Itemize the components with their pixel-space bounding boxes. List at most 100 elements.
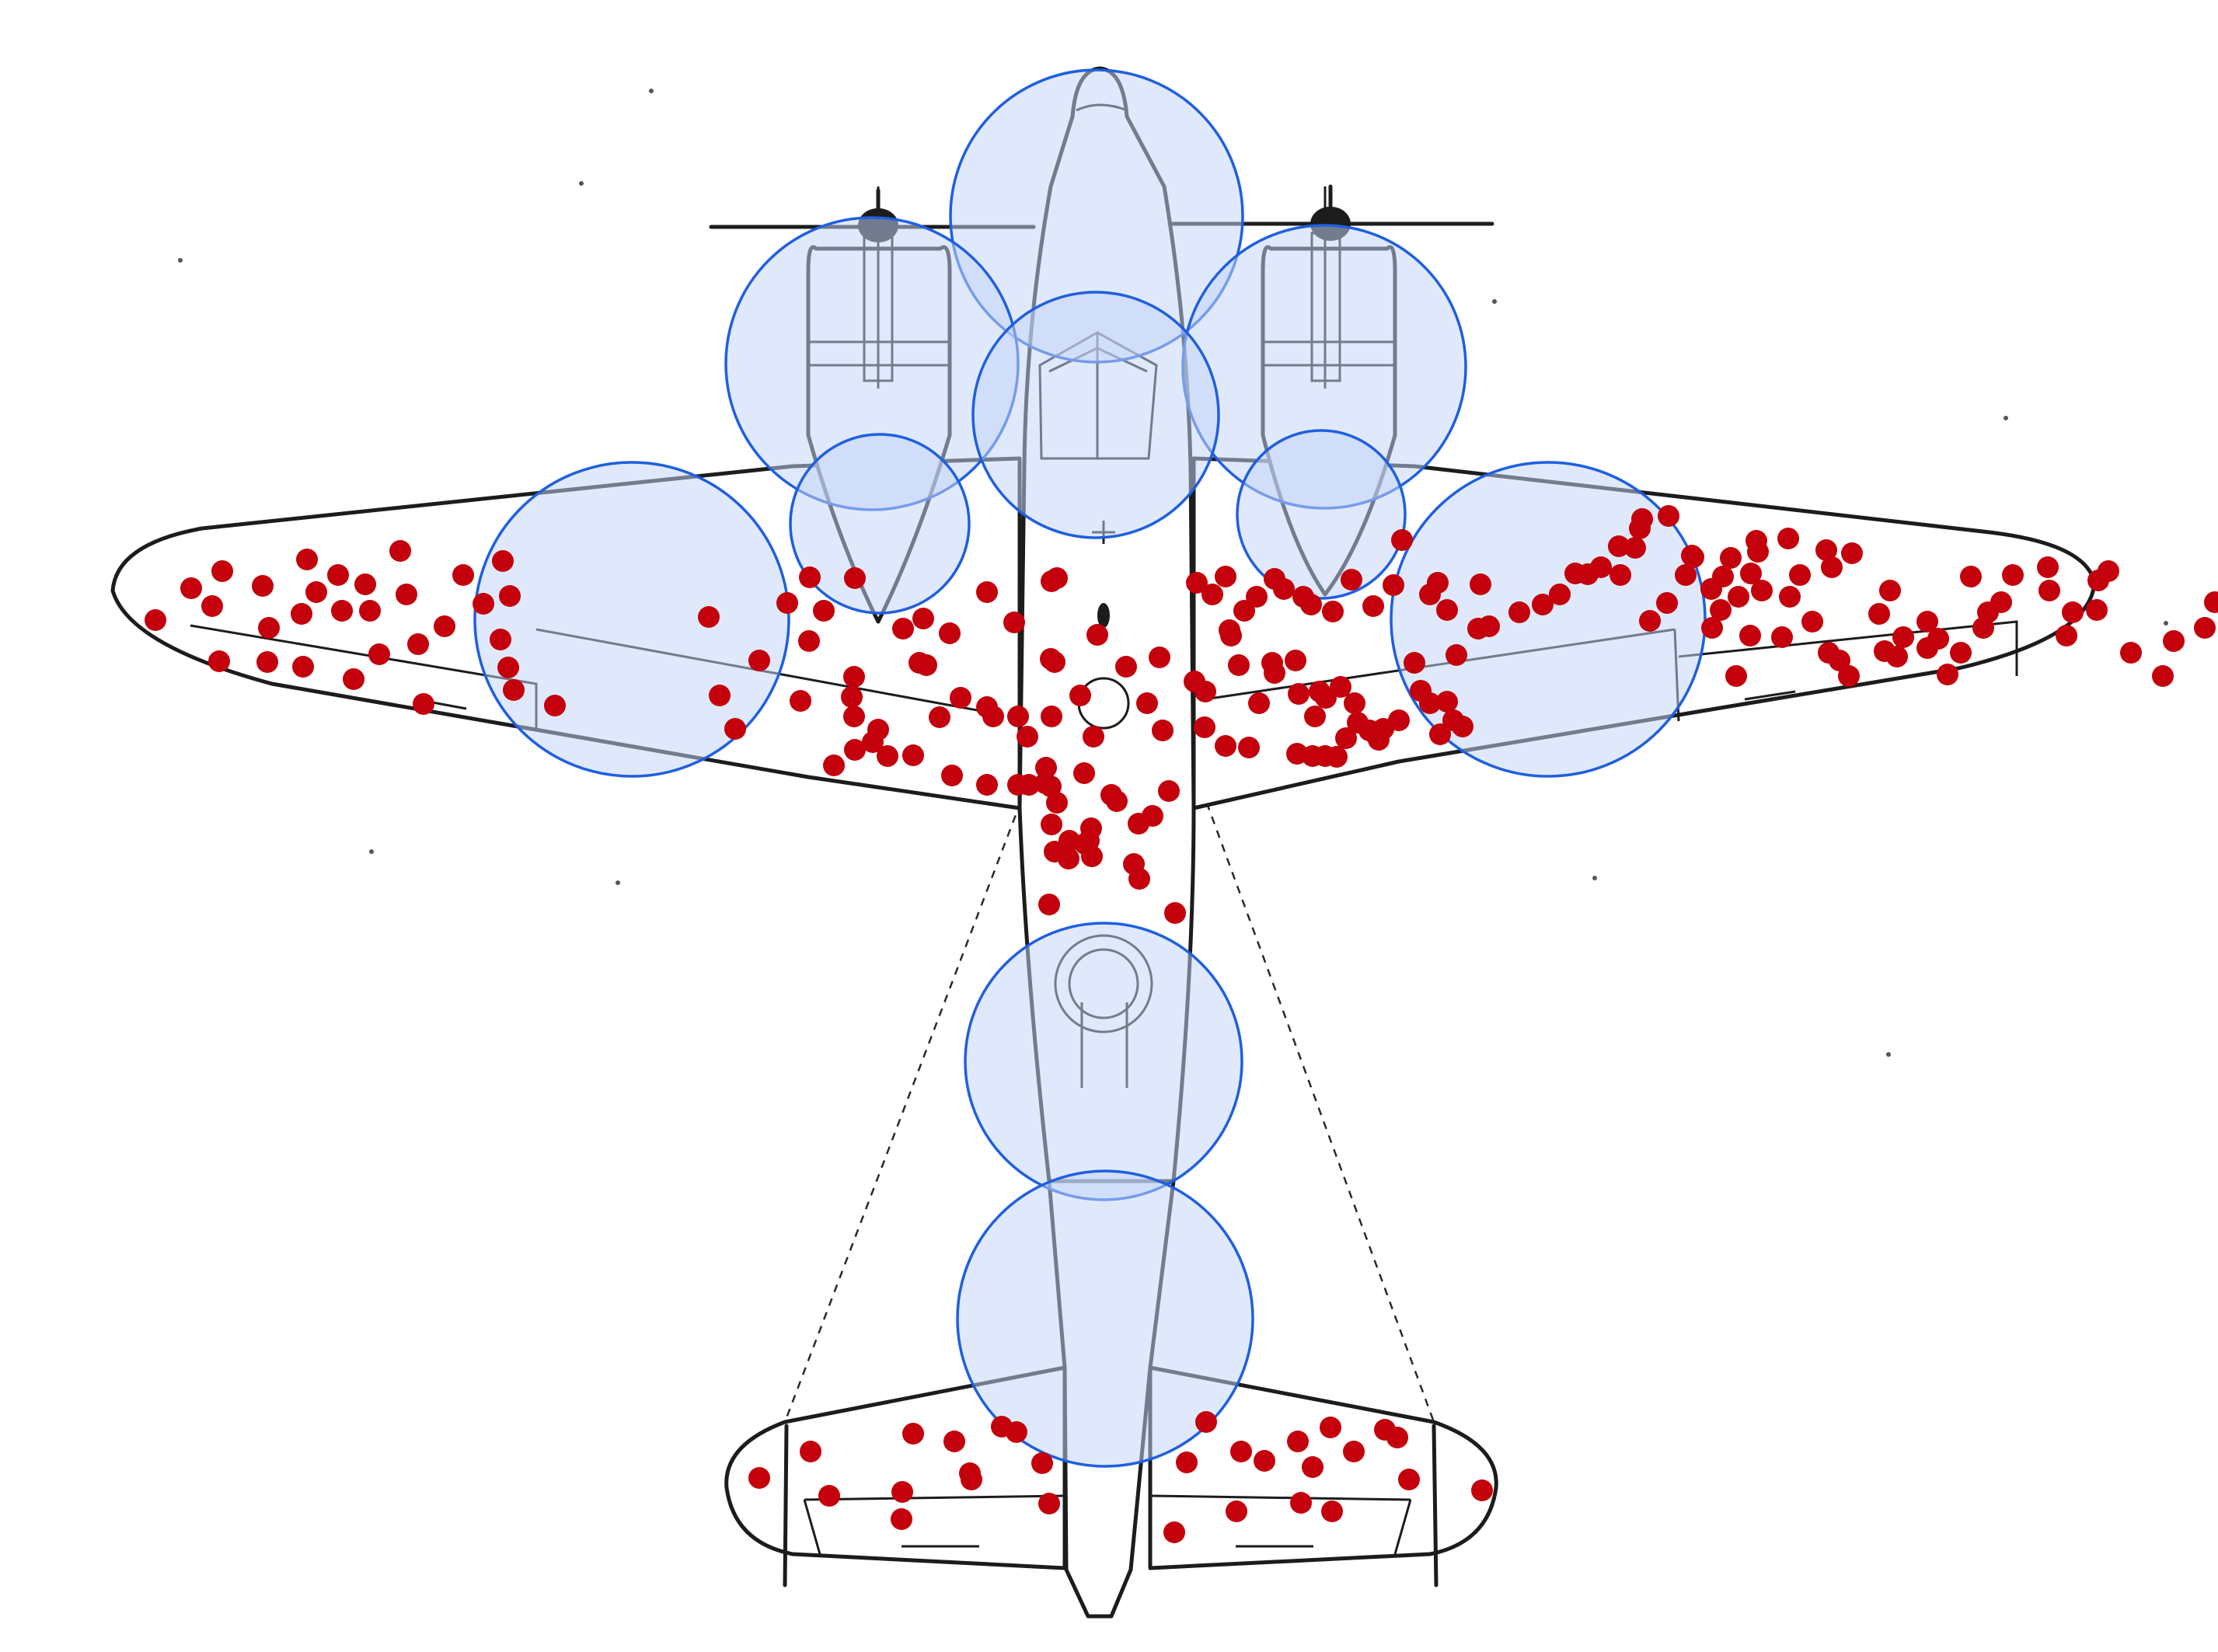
bullet-hole-right-wing [1740, 563, 1762, 584]
bullet-hole-right-wing [1388, 709, 1410, 731]
bullet-hole-left-wing [331, 600, 353, 622]
bullet-hole-right-wing [1429, 723, 1451, 745]
bullet-hole-tail [943, 1431, 965, 1452]
bullet-hole-right-wing [1452, 716, 1473, 737]
bullet-hole-right-wing [1194, 681, 1216, 702]
bullet-hole-fuselage [1083, 726, 1104, 748]
bullet-hole-left-wing [305, 581, 327, 603]
bullet-hole-right-wing [1341, 569, 1362, 591]
bullet-hole-right-wing [1264, 662, 1285, 684]
bullet-hole-left-wing [434, 615, 455, 637]
bullet-hole-tail [1290, 1492, 1312, 1514]
bullet-hole-fuselage [1041, 706, 1062, 727]
bullet-hole-right-wing [1549, 584, 1571, 605]
bullet-hole-right-wing [1720, 547, 1742, 569]
bullet-hole-right-wing [1288, 683, 1310, 705]
bullet-hole-left-wing [844, 739, 866, 761]
bullet-hole-tail [1195, 1411, 1217, 1433]
bullet-hole-right-wing [1777, 528, 1799, 549]
bullet-hole-tail [1471, 1479, 1493, 1501]
bullet-hole-fuselage [1046, 792, 1068, 814]
bullet-hole-left-wing [844, 567, 866, 589]
bullet-hole-right-wing [1815, 539, 1837, 561]
bullet-hole-right-wing [2086, 599, 2108, 621]
bullet-hole-right-wing [1233, 600, 1255, 622]
bullet-hole-left-wing [799, 566, 821, 588]
bullet-hole-left-wing [941, 765, 963, 786]
bullet-hole-right-wing [1383, 574, 1404, 596]
bullet-hole-fuselage [1142, 805, 1163, 827]
bullet-hole-right-wing [2038, 580, 2060, 601]
bullet-hole-tail [1006, 1421, 1027, 1443]
bullet-hole-left-wing [709, 685, 731, 706]
bullet-hole-right-wing [1801, 611, 1823, 633]
bullet-hole-right-wing [1624, 537, 1646, 559]
bullet-hole-fuselage [1035, 757, 1057, 779]
bullet-hole-right-wing [1886, 646, 1908, 667]
bullet-hole-left-wing [902, 744, 924, 766]
bullet-hole-fuselage [1040, 648, 1062, 670]
bullet-hole-left-wing [1007, 774, 1029, 796]
bullet-hole-right-wing [2120, 642, 2142, 664]
bullet-hole-right-wing [1273, 578, 1295, 600]
bullet-hole-right-wing [1194, 716, 1215, 738]
bullet-hole-right-wing [1330, 676, 1351, 698]
bullet-hole-right-wing [1246, 586, 1268, 608]
bullet-hole-right-wing [2098, 560, 2119, 582]
bullet-hole-right-wing [1220, 625, 1242, 647]
bullet-hole-tail [1230, 1441, 1252, 1462]
bullet-hole-left-wing [327, 564, 349, 586]
bullet-hole-tail [1163, 1521, 1185, 1543]
bullet-hole-left-wing [407, 633, 429, 655]
bullet-hole-left-wing [841, 686, 863, 708]
bullet-hole-left-wing [813, 600, 835, 622]
bullet-hole-right-wing [1228, 654, 1250, 676]
bullet-hole-fuselage [1040, 775, 1062, 797]
bullet-hole-right-wing [2152, 665, 2174, 687]
bullet-hole-left-wing [544, 695, 566, 716]
bullet-hole-tail [1386, 1427, 1408, 1448]
bullet-hole-left-wing [1017, 726, 1038, 748]
bullet-hole-right-wing [1728, 586, 1749, 608]
bullet-hole-fuselage [1074, 833, 1096, 855]
bullet-hole-left-wing [208, 650, 230, 672]
bullet-hole-right-wing [2194, 617, 2216, 639]
bullet-hole-fuselage [1158, 780, 1180, 802]
bullet-hole-tail [1320, 1417, 1341, 1438]
bullet-hole-right-wing [1892, 626, 1914, 648]
bullet-hole-right-wing [1419, 692, 1441, 714]
bullet-hole-left-wing [843, 666, 865, 688]
bullet-hole-right-wing [1710, 599, 1732, 621]
bullet-hole-right-wing [1937, 664, 1958, 685]
bullet-hole-left-wing [258, 617, 280, 639]
bullet-hole-right-wing [1201, 584, 1223, 605]
bullet-hole-right-wing [1467, 618, 1489, 640]
bullet-hole-fuselage [1046, 567, 1068, 589]
zone-cockpit [971, 291, 1220, 539]
safe-zones-layer [473, 68, 1707, 1468]
bullet-hole-fuselage [1086, 624, 1108, 646]
bullet-hole-left-wing [180, 577, 202, 599]
bullet-hole-right-wing [2163, 630, 2185, 652]
bullet-hole-left-wing [950, 687, 971, 709]
bullet-hole-left-wing [256, 651, 278, 673]
bullet-hole-left-wing [413, 693, 434, 715]
bullet-hole-tail [891, 1481, 913, 1503]
bullet-hole-right-wing [1322, 601, 1344, 622]
bullet-hole-tail [1031, 1452, 1053, 1474]
bullet-hole-right-wing [1215, 566, 1236, 587]
bullet-hole-right-wing [1186, 572, 1208, 594]
bullet-hole-left-wing [748, 650, 770, 671]
bullet-hole-tail [800, 1441, 821, 1462]
bullet-hole-right-wing [1248, 692, 1270, 714]
bullet-hole-left-wing [389, 540, 411, 562]
bullet-hole-right-wing [1656, 592, 1678, 614]
paper-specks [178, 89, 2168, 1057]
bullet-hole-right-wing [1675, 564, 1697, 586]
bullet-hole-left-wing [497, 657, 519, 678]
bullet-hole-right-wing [1779, 586, 1801, 608]
bullet-hole-left-wing [296, 549, 318, 570]
bullet-hole-right-wing [1362, 595, 1384, 617]
bullet-hole-right-wing [1149, 647, 1170, 668]
bullet-hole-right-wing [2062, 601, 2084, 623]
